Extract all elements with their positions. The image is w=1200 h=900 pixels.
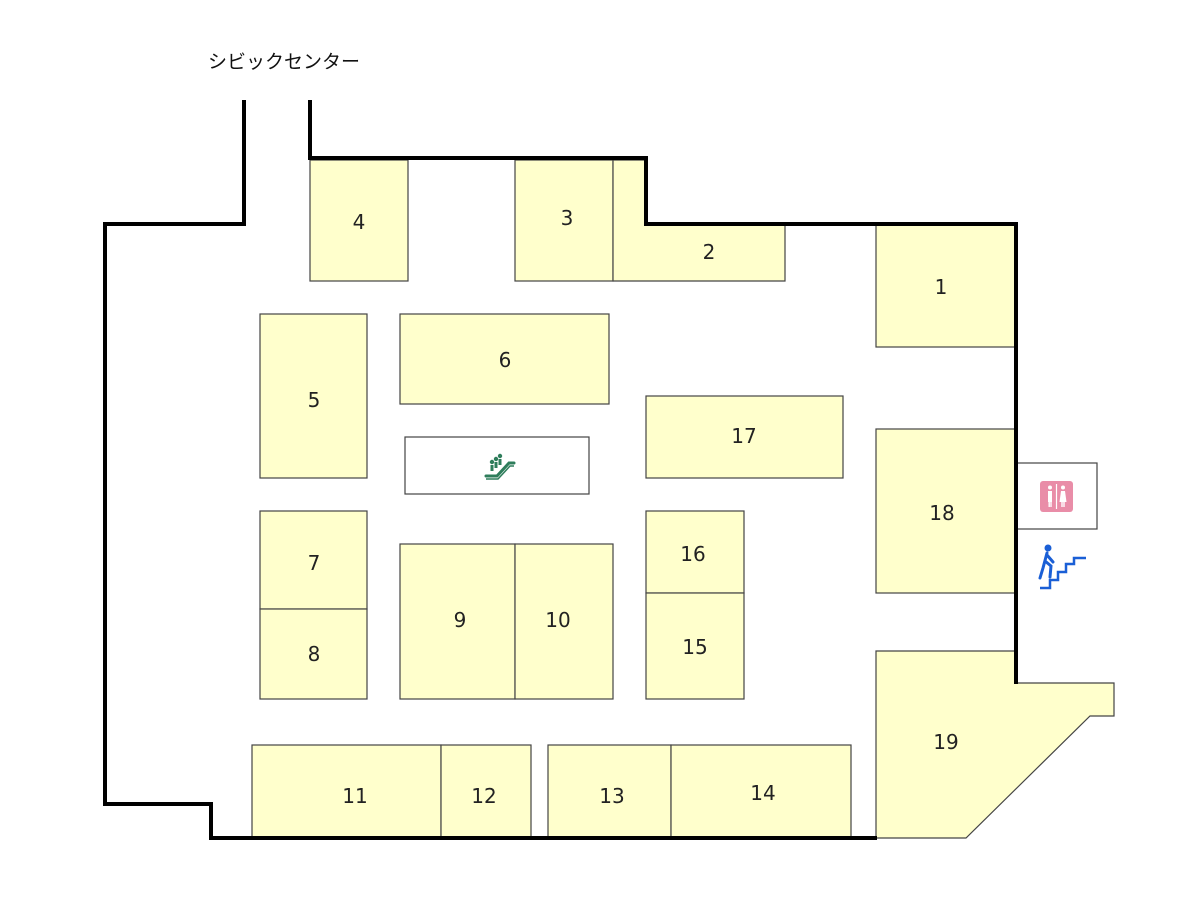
- shop-label: 12: [471, 784, 496, 808]
- escalator[interactable]: [404, 436, 590, 495]
- shop-label: 18: [929, 501, 954, 525]
- shop-label: 10: [545, 608, 570, 632]
- shop-label: 3: [561, 206, 574, 230]
- shop-label: 5: [308, 388, 321, 412]
- shop-label: 1: [935, 275, 948, 299]
- shop-17[interactable]: 17: [645, 395, 844, 479]
- shop-19[interactable]: 19: [875, 650, 1115, 839]
- shop-label: 16: [680, 542, 705, 566]
- shop-12[interactable]: 12: [440, 744, 532, 839]
- shop-label: 2: [703, 240, 716, 264]
- shop-label: 19: [933, 730, 958, 754]
- shop-label: 11: [342, 784, 367, 808]
- entrance-label-civic-center: シビックセンター: [208, 51, 360, 73]
- shop-11[interactable]: 11: [251, 744, 442, 839]
- shop-label: 17: [731, 424, 756, 448]
- restroom[interactable]: [1015, 462, 1098, 530]
- outer-walls: [103, 100, 1018, 840]
- shop-label: 7: [308, 551, 321, 575]
- shop-label: 8: [308, 642, 321, 666]
- shop-5[interactable]: 5: [259, 313, 368, 479]
- escalator-icon: [484, 453, 516, 480]
- shop-label: 6: [499, 348, 512, 372]
- shop-label: 14: [750, 781, 775, 805]
- shop-label: 9: [454, 608, 467, 632]
- shop-label: 4: [353, 210, 366, 234]
- restroom-icon: [1040, 481, 1073, 512]
- shop-3[interactable]: 3: [514, 159, 614, 282]
- shop-14[interactable]: 14: [670, 744, 852, 839]
- shop-2[interactable]: 2: [612, 159, 786, 282]
- shop-9[interactable]: 9: [399, 543, 516, 700]
- shop-18[interactable]: 18: [875, 428, 1016, 594]
- shop-4[interactable]: 4: [309, 159, 409, 282]
- shop-10[interactable]: 10: [514, 543, 614, 700]
- shop-label: 13: [599, 784, 624, 808]
- shop-16[interactable]: 16: [645, 510, 745, 594]
- shop-label: 15: [682, 635, 707, 659]
- shop-8[interactable]: 8: [259, 608, 368, 700]
- shop-15[interactable]: 15: [645, 592, 745, 700]
- stairs-icon[interactable]: [1038, 544, 1086, 590]
- shop-13[interactable]: 13: [547, 744, 672, 839]
- shop-7[interactable]: 7: [259, 510, 368, 610]
- shop-6[interactable]: 6: [399, 313, 610, 405]
- shop-1[interactable]: 1: [875, 224, 1016, 348]
